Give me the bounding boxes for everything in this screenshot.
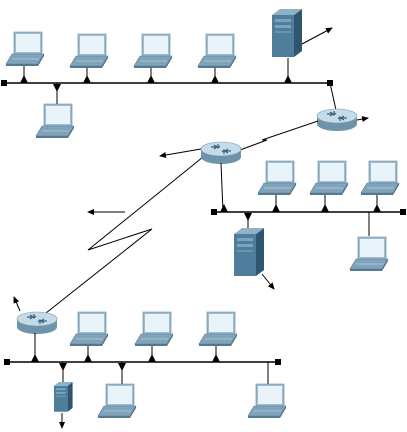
laptop-icon[interactable] bbox=[69, 33, 109, 69]
terminator-left bbox=[211, 209, 217, 215]
outbound-arrow bbox=[356, 116, 369, 123]
tap-triangle bbox=[220, 204, 228, 212]
tap-triangle bbox=[31, 354, 39, 362]
wan-links bbox=[45, 120, 319, 314]
tap-triangle bbox=[83, 75, 91, 83]
laptop-icon[interactable] bbox=[97, 383, 137, 419]
tap-triangle bbox=[373, 204, 381, 212]
laptop-icon[interactable] bbox=[133, 33, 173, 69]
router-icon[interactable] bbox=[200, 141, 242, 165]
tap-triangle bbox=[212, 354, 220, 362]
lan-segment-right bbox=[159, 141, 406, 290]
server-icon[interactable] bbox=[272, 9, 302, 57]
outbound-arrow bbox=[261, 273, 275, 290]
laptop-icon[interactable] bbox=[5, 31, 45, 67]
laptop-icon[interactable] bbox=[360, 160, 400, 196]
tap-triangle bbox=[59, 363, 67, 371]
router-icon[interactable] bbox=[316, 108, 358, 132]
laptop-icon[interactable] bbox=[134, 311, 174, 347]
laptop-icon[interactable] bbox=[309, 160, 349, 196]
laptop-icon[interactable] bbox=[257, 160, 297, 196]
tap-triangle bbox=[20, 75, 28, 83]
terminator-right bbox=[400, 209, 406, 215]
uplink-line bbox=[329, 82, 337, 111]
laptop-icon[interactable] bbox=[349, 236, 389, 272]
tap-triangle bbox=[53, 84, 61, 92]
lan-segment-bottom bbox=[4, 296, 287, 429]
laptop-icon[interactable] bbox=[197, 33, 237, 69]
outbound-arrow bbox=[13, 296, 21, 312]
tap-triangle bbox=[211, 75, 219, 83]
laptop-icon[interactable] bbox=[69, 311, 109, 347]
serial-link bbox=[45, 156, 204, 314]
terminator-right bbox=[275, 359, 281, 365]
tap-triangle bbox=[118, 363, 126, 371]
laptop-icon[interactable] bbox=[35, 103, 75, 139]
lan-segment-top bbox=[1, 9, 369, 139]
router-icon[interactable] bbox=[16, 311, 58, 335]
tap-triangle bbox=[321, 204, 329, 212]
laptop-icon[interactable] bbox=[247, 383, 287, 419]
server-icon[interactable] bbox=[54, 382, 73, 412]
outbound-arrow bbox=[301, 27, 333, 45]
serial-link bbox=[239, 120, 319, 151]
tap-triangle bbox=[284, 75, 292, 83]
outbound-arrow bbox=[159, 148, 202, 158]
tap-triangle bbox=[148, 354, 156, 362]
tap-triangle bbox=[244, 213, 252, 221]
server-icon[interactable] bbox=[234, 228, 264, 276]
tap-triangle bbox=[147, 75, 155, 83]
terminator-left bbox=[1, 80, 7, 86]
terminator-left bbox=[4, 359, 10, 365]
tap-triangle bbox=[272, 204, 280, 212]
laptop-icon[interactable] bbox=[198, 311, 238, 347]
tap-triangle bbox=[84, 354, 92, 362]
